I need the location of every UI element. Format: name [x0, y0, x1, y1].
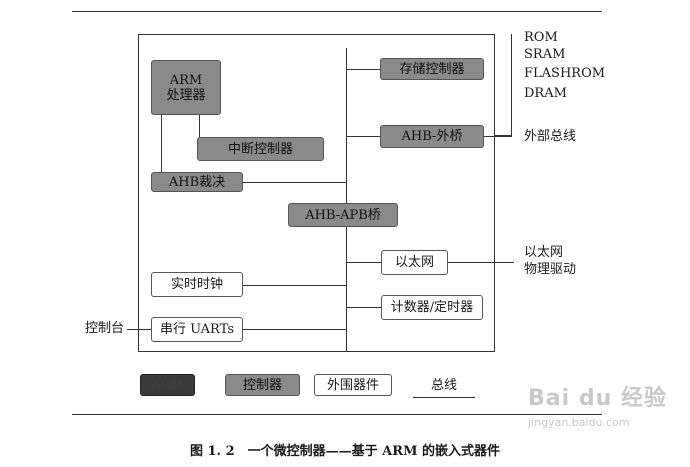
watermark-brand: Bai du 经验	[528, 386, 667, 411]
memory-sram-label: SRAM	[524, 47, 566, 62]
ethernet-phy-label-line2: 物理驱动	[524, 262, 577, 277]
legend-bus-line	[413, 397, 475, 398]
ahb-arbiter-block: AHB裁决	[151, 172, 243, 192]
memory-flashrom-label: FLASHROM	[524, 66, 606, 81]
ethernet-block: 以太网	[381, 250, 448, 275]
ethernet-phy-line	[448, 262, 514, 263]
baidu-watermark: Bai du 经验 jingyan.baidu.com	[528, 380, 678, 440]
serial-uarts-label: 串行 UARTs	[159, 322, 235, 337]
figure-caption: 图 1. 2 一个微控制器——基于 ARM 的嵌入式器件	[189, 444, 500, 459]
top-rule	[72, 11, 602, 12]
memory-rom-label: ROM	[524, 30, 558, 45]
legend-arm-label: ARM	[151, 377, 184, 393]
ahb-arbiter-label: AHB裁决	[168, 174, 226, 190]
console-line	[127, 329, 151, 330]
ethernet-phy-label-line1: 以太网	[524, 245, 564, 260]
legend-arm-swatch: ARM	[140, 374, 195, 396]
console-label: 控制台	[85, 321, 125, 336]
arbiter-bus-link	[243, 182, 346, 183]
memory-dram-label: DRAM	[524, 86, 567, 101]
ahb-external-bridge-label: AHB-外桥	[401, 129, 463, 144]
timer-link	[346, 307, 381, 308]
memory-controller-label: 存储控制器	[399, 61, 465, 77]
memory-controller-block: 存储控制器	[380, 58, 484, 80]
serial-uarts-block: 串行 UARTs	[151, 317, 243, 342]
timer-counter-label: 计数器/定时器	[390, 300, 474, 315]
ahb-apb-bridge-block: AHB-APB桥	[288, 203, 398, 227]
watermark-url: jingyan.baidu.com	[528, 416, 630, 429]
realtime-clock-block: 实时时钟	[151, 272, 243, 297]
memory-controller-link	[346, 69, 380, 70]
external-bus-line	[484, 136, 512, 137]
timer-counter-block: 计数器/定时器	[381, 295, 483, 320]
main-bus-line	[346, 48, 347, 352]
legend-peripheral-label: 外围器件	[326, 377, 379, 393]
external-bus-label: 外部总线	[524, 129, 577, 144]
ethernet-label: 以太网	[394, 255, 434, 270]
arm-processor-label-line1: ARM	[169, 72, 203, 88]
interrupt-controller-label: 中断控制器	[227, 141, 293, 157]
bottom-rule	[72, 414, 602, 415]
legend-controller-swatch: 控制器	[225, 374, 300, 396]
arm-to-arbiter-line	[161, 115, 162, 172]
ahb-apb-bridge-label: AHB-APB桥	[305, 207, 381, 223]
memory-bracket-tick	[495, 135, 512, 136]
uarts-bus-link	[243, 329, 346, 330]
realtime-clock-label: 实时时钟	[170, 277, 223, 292]
legend-controller-label: 控制器	[242, 377, 282, 393]
clock-bus-link	[243, 285, 346, 286]
ethernet-link	[346, 262, 381, 263]
ahb-external-bridge-block: AHB-外桥	[380, 125, 484, 148]
external-bridge-link	[346, 136, 380, 137]
arm-processor-label-line2: 处理器	[166, 87, 206, 103]
interrupt-controller-block: 中断控制器	[197, 137, 324, 161]
legend-peripheral-swatch: 外围器件	[314, 374, 392, 396]
microcontroller-frame	[138, 34, 495, 352]
arm-processor-block: ARM 处理器	[151, 60, 221, 115]
arm-to-interrupt-line	[199, 115, 200, 137]
legend-bus-label: 总线	[431, 378, 458, 393]
memory-bracket-line	[511, 34, 512, 135]
